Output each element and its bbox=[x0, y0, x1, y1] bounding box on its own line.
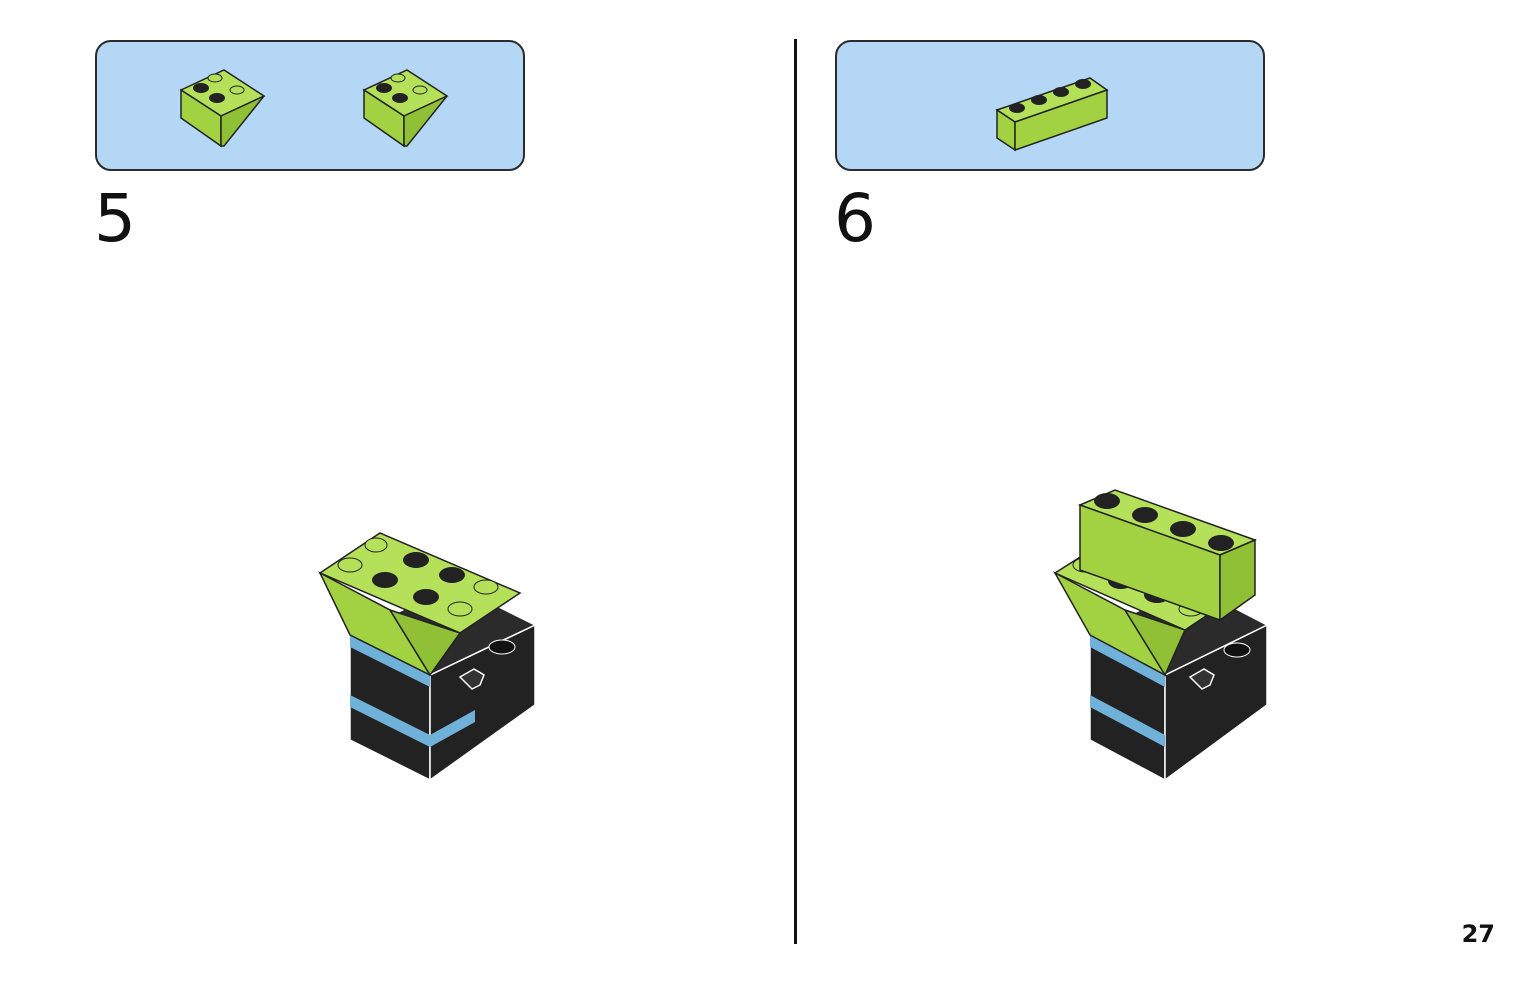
parts-callout-step-5 bbox=[95, 40, 525, 171]
part-inverted-slope-icon bbox=[179, 69, 266, 148]
part-brick-1x4-icon bbox=[995, 77, 1109, 152]
step-number-6: 6 bbox=[834, 180, 876, 257]
step-5-model-illustration bbox=[318, 532, 537, 782]
page-divider bbox=[794, 39, 797, 944]
page-number: 27 bbox=[1461, 920, 1495, 948]
step-number-5: 5 bbox=[94, 180, 136, 257]
step-6-model-illustration bbox=[1053, 489, 1269, 782]
part-inverted-slope-icon bbox=[362, 69, 449, 148]
parts-callout-step-6 bbox=[835, 40, 1265, 171]
